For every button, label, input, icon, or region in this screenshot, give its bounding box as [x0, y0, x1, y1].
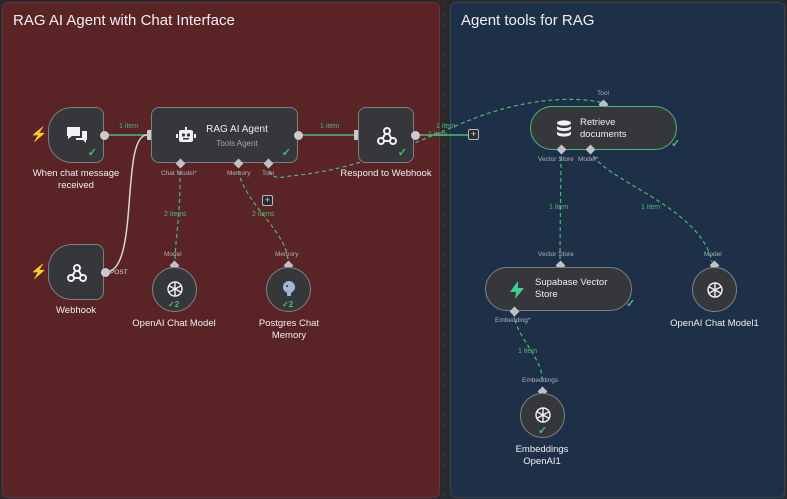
node-label: When chat message received — [32, 168, 120, 191]
port-label: Vector Store — [538, 156, 574, 163]
edge-label: 1 item — [320, 123, 340, 130]
wire-memory — [237, 163, 289, 263]
supabase-bolt-icon — [508, 280, 526, 300]
success-check-icon: ✓ — [281, 147, 291, 159]
postgres-elephant-icon — [279, 278, 299, 298]
trigger-bolt-icon: ⚡ — [30, 126, 48, 142]
port-label: Tool — [262, 170, 274, 177]
port-label: Embedding* — [495, 317, 531, 324]
node-label: OpenAI Chat Model1 — [670, 318, 759, 329]
node-respond-to-webhook[interactable]: ✓ — [358, 107, 414, 163]
wire-chat-model — [174, 164, 181, 263]
output-handle[interactable] — [101, 268, 110, 277]
edge-label: 2 items — [252, 211, 275, 218]
wire-model-right — [589, 149, 713, 263]
output-label: POST — [110, 269, 128, 276]
execution-count-badge: ✓2 — [282, 300, 294, 309]
output-handle[interactable] — [100, 131, 109, 140]
add-tool-button[interactable]: + — [262, 195, 273, 206]
node-supabase-vector-store[interactable]: Supabase Vector Store — [485, 267, 632, 311]
port-label: Tool — [597, 90, 609, 97]
wire-webhook-agent — [105, 134, 148, 273]
node-subtitle: Tools Agent — [216, 139, 258, 148]
wire-vector-store — [559, 149, 562, 263]
success-check-icon: ✓ — [671, 138, 681, 150]
edge-label: 1 item — [428, 131, 448, 138]
add-node-button[interactable]: + — [468, 129, 479, 140]
edge-label: 1 item — [549, 204, 569, 211]
node-postgres-chat-memory[interactable]: ✓2 — [266, 267, 311, 312]
input-handle[interactable] — [147, 130, 152, 140]
port-label: Model — [164, 251, 182, 258]
node-label: Postgres Chat Memory — [258, 318, 320, 341]
edge-label: 1 item — [119, 123, 139, 130]
port-label: Model — [704, 251, 722, 258]
webhook-icon — [65, 261, 89, 285]
execution-count: 2 — [174, 300, 180, 309]
node-label: Supabase Vector Store — [535, 277, 608, 300]
sticky-note-agent-tools[interactable]: Agent tools for RAG — [450, 2, 785, 498]
output-handle[interactable] — [411, 131, 420, 140]
node-label: Webhook — [56, 305, 96, 316]
node-rag-ai-agent[interactable]: RAG AI Agent Tools Agent ✓ — [151, 107, 298, 163]
port-label: Memory — [227, 170, 251, 177]
success-check-icon: ✓ — [397, 147, 407, 159]
node-chat-trigger[interactable]: ✓ — [48, 107, 104, 163]
execution-count-badge: ✓2 — [168, 300, 180, 309]
output-handle[interactable] — [294, 131, 303, 140]
success-check-icon: ✓ — [626, 298, 636, 310]
node-label: Respond to Webhook — [340, 168, 432, 179]
port-label: Chat Model* — [161, 170, 197, 177]
edge-label: 1 item — [641, 204, 661, 211]
edge-label: 2 items — [164, 211, 187, 218]
trigger-bolt-icon: ⚡ — [30, 263, 48, 279]
chat-bubbles-icon — [65, 124, 89, 146]
node-label: Embeddings OpenAI1 — [515, 444, 569, 467]
robot-icon — [176, 126, 196, 146]
openai-icon — [705, 280, 725, 300]
success-check-icon: ✓ — [538, 425, 548, 437]
node-openai-chat-model1[interactable] — [692, 267, 737, 312]
node-label: Retrieve documents — [580, 117, 627, 140]
edge-label: 1 item — [436, 123, 456, 130]
edge-label: 1 item — [518, 348, 538, 355]
input-handle[interactable] — [354, 130, 359, 140]
node-webhook[interactable] — [48, 244, 104, 300]
port-label: Memory — [275, 251, 299, 258]
node-label: RAG AI Agent — [206, 124, 268, 135]
node-openai-chat-model[interactable]: ✓2 — [152, 267, 197, 312]
port-label: Vector Store — [538, 251, 574, 258]
openai-icon — [533, 405, 553, 425]
node-retrieve-documents[interactable]: Retrieve documents — [530, 106, 677, 150]
node-label: OpenAI Chat Model — [132, 318, 216, 329]
sticky-title: RAG AI Agent with Chat Interface — [13, 12, 235, 29]
port-label: Embeddings — [522, 377, 559, 384]
wire-embeddings — [513, 312, 543, 383]
node-embeddings-openai1[interactable]: ✓ — [520, 393, 565, 438]
database-icon — [555, 119, 573, 139]
webhook-icon — [375, 124, 399, 148]
port-label: Model* — [578, 156, 599, 163]
openai-icon — [165, 279, 185, 299]
execution-count: 2 — [288, 300, 294, 309]
success-check-icon: ✓ — [87, 147, 97, 159]
sticky-title: Agent tools for RAG — [461, 12, 595, 29]
